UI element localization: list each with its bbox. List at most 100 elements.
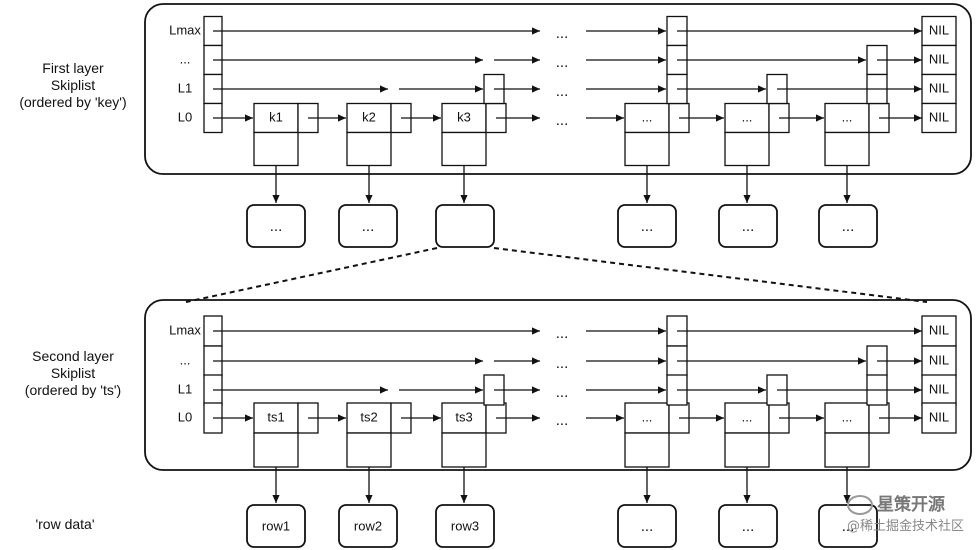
first-layer-l2-arrow-d-head bbox=[858, 56, 866, 64]
second-layer-target-box-3 bbox=[617, 504, 677, 548]
second-layer-l1-arrow-c-head bbox=[532, 386, 540, 394]
first-layer-target-label-4: ... bbox=[742, 218, 755, 235]
first-layer-lmax-arrow-a-head bbox=[532, 27, 540, 35]
second-layer-l0-arrow-4-head bbox=[816, 414, 824, 422]
second-layer-nil-label-1: NIL bbox=[929, 352, 949, 367]
first-layer-nil-cell-2 bbox=[921, 73, 957, 105]
first-layer-node-3-value-cell bbox=[624, 131, 670, 167]
first-layer-target-label-0: ... bbox=[270, 218, 283, 235]
second-layer-target-label-0: row1 bbox=[262, 518, 290, 533]
second-layer-label-line3: (ordered by 'ts') bbox=[24, 382, 122, 398]
second-layer-level-label-3: L0 bbox=[178, 409, 192, 424]
first-layer-gap-ellipsis-2: ... bbox=[556, 83, 569, 100]
first-layer-l1-arrow-f-head bbox=[914, 85, 922, 93]
first-layer-l1-arrow-b-head bbox=[475, 85, 483, 93]
watermark-line1-text: 星策开源 bbox=[876, 495, 945, 515]
second-layer-node-3-key: ... bbox=[642, 409, 653, 424]
first-layer-nil-label-3: NIL bbox=[929, 109, 949, 124]
second-layer-level-label-2: L1 bbox=[178, 381, 192, 396]
first-layer-l0-arrow-3-head bbox=[716, 114, 724, 122]
first-layer-target-label-3: ... bbox=[641, 218, 654, 235]
first-layer-target-box-4 bbox=[718, 204, 778, 248]
second-layer-l0-arrow-gap-head bbox=[616, 414, 624, 422]
first-layer-gap-ellipsis-0: ... bbox=[556, 25, 569, 42]
second-layer-nil-label-0: NIL bbox=[929, 322, 949, 337]
first-layer-l0-arrow-4-head bbox=[816, 114, 824, 122]
second-layer-l2-arrow-c-head bbox=[658, 357, 666, 365]
zoom-line-right bbox=[493, 247, 928, 303]
first-layer-node-5-down-arrow-head bbox=[843, 195, 851, 203]
second-layer-node-0-down-arrow-head bbox=[272, 495, 280, 503]
second-layer-node-3-value-cell bbox=[624, 432, 670, 468]
second-layer-level-label-0: Lmax bbox=[169, 322, 201, 337]
second-layer-l1-arrow-a-head bbox=[380, 386, 388, 394]
second-layer-node-4-down-arrow-head bbox=[743, 495, 751, 503]
first-layer-nil-label-2: NIL bbox=[929, 80, 949, 95]
second-layer-target-label-5: ... bbox=[842, 518, 855, 535]
chat-bubble-icon bbox=[846, 495, 873, 515]
watermark-line2: @稀土掘金技术社区 bbox=[846, 519, 964, 534]
first-layer-nil-label-0: NIL bbox=[929, 22, 949, 37]
first-layer-node-1-key-cell bbox=[346, 102, 392, 134]
watermark-line1: 星策开源 bbox=[846, 490, 964, 515]
second-layer-lmax-arrow-a-head bbox=[532, 327, 540, 335]
second-layer-target-label-1: row2 bbox=[354, 518, 382, 533]
second-layer-node-3-key-cell bbox=[624, 402, 670, 434]
first-layer-level-label-0: Lmax bbox=[169, 22, 201, 37]
second-layer-node-5-down-arrow-head bbox=[843, 495, 851, 503]
second-layer-node-2-key: ts3 bbox=[455, 409, 472, 424]
first-layer-node-4-value-cell bbox=[724, 131, 770, 167]
watermark: 星策开源 @稀土掘金技术社区 bbox=[846, 490, 964, 534]
first-layer-l2-arrow-c-head bbox=[658, 56, 666, 64]
second-layer-target-label-2: row3 bbox=[451, 518, 479, 533]
first-layer-node-1-key: k2 bbox=[362, 109, 376, 124]
second-layer-node-4-value-cell bbox=[724, 432, 770, 468]
first-layer-node-3-down-arrow-head bbox=[643, 195, 651, 203]
second-layer-gap-ellipsis-0: ... bbox=[556, 325, 569, 342]
first-layer-node-2-down-arrow-head bbox=[460, 195, 468, 203]
first-layer-target-box-1 bbox=[338, 204, 398, 248]
second-layer-l0-arrow-1-head bbox=[433, 414, 441, 422]
second-layer-l0-arrow-0-head bbox=[338, 414, 346, 422]
first-layer-node-2-value-cell bbox=[441, 131, 487, 167]
second-layer-gap-ellipsis-3: ... bbox=[556, 412, 569, 429]
second-layer-target-box-1 bbox=[338, 504, 398, 548]
second-layer-node-0-value-cell bbox=[253, 432, 299, 468]
first-layer-node-0-value-cell bbox=[253, 131, 299, 167]
first-layer-node-5-key: ... bbox=[842, 109, 853, 124]
first-layer-l1-arrow-d-head bbox=[658, 85, 666, 93]
second-layer-node-1-value-cell bbox=[346, 432, 392, 468]
second-layer-target-label-3: ... bbox=[641, 518, 654, 535]
second-layer-nil-label-3: NIL bbox=[929, 409, 949, 424]
second-layer-node-1-key: ts2 bbox=[360, 409, 377, 424]
second-layer-gap-ellipsis-1: ... bbox=[556, 355, 569, 372]
first-layer-l1-arrow-e-head bbox=[758, 85, 766, 93]
second-layer-node-2-value-cell bbox=[441, 432, 487, 468]
first-layer-l2-arrow-a-head bbox=[475, 56, 483, 64]
zoom-line-left bbox=[185, 247, 438, 303]
first-layer-l2-arrow-b-head bbox=[532, 56, 540, 64]
first-layer-node-4-key: ... bbox=[742, 109, 753, 124]
first-layer-node-0-down-arrow-head bbox=[272, 195, 280, 203]
second-layer-node-1-down-arrow-head bbox=[365, 495, 373, 503]
second-layer-l0-arrow-3-head bbox=[716, 414, 724, 422]
first-layer-label: First layer Skiplist (ordered by 'key') bbox=[0, 60, 148, 111]
first-layer-lmax-arrow-b-head bbox=[658, 27, 666, 35]
second-layer-l2-arrow-d-head bbox=[858, 357, 866, 365]
first-layer-l0-arrow-2-head bbox=[532, 114, 540, 122]
second-layer-node-5-key: ... bbox=[842, 409, 853, 424]
first-layer-target-box-5 bbox=[818, 204, 878, 248]
second-layer-nil-cell-3 bbox=[921, 402, 957, 434]
first-layer-gap-ellipsis-3: ... bbox=[556, 112, 569, 129]
second-layer-target-box-0 bbox=[246, 504, 306, 548]
second-layer-node-0-key: ts1 bbox=[267, 409, 284, 424]
first-layer-node-4-down-arrow-head bbox=[743, 195, 751, 203]
second-layer-l2-arrow-a-head bbox=[475, 357, 483, 365]
first-layer-nil-cell-0 bbox=[921, 15, 957, 47]
second-layer-node-2-down-arrow-head bbox=[460, 495, 468, 503]
second-layer-node-0-key-cell bbox=[253, 402, 299, 434]
second-layer-target-box-4 bbox=[718, 504, 778, 548]
second-layer-lmax-arrow-b-head bbox=[658, 327, 666, 335]
second-layer-l0-arrow-head-head bbox=[245, 414, 253, 422]
first-layer-label-line2: Skiplist bbox=[50, 77, 96, 93]
